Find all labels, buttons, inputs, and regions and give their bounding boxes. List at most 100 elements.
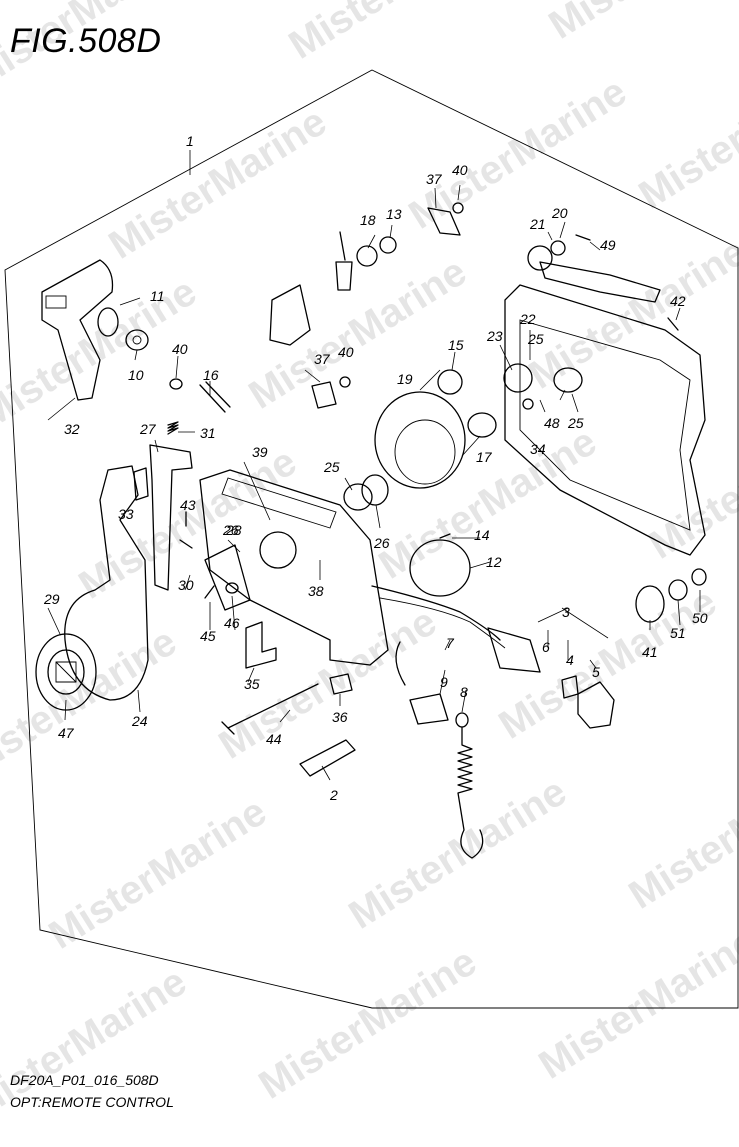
part-27-bracket [149, 444, 193, 591]
part-50-nut [691, 568, 707, 586]
callout-21: 21 [529, 216, 546, 232]
part-19-inner [394, 419, 456, 485]
watermark-text: MisterMarine [41, 790, 274, 958]
part-44-bolt [221, 683, 319, 735]
callout-14: 14 [474, 527, 490, 543]
part-32-slot [45, 295, 67, 309]
callout-25a: 25 [323, 459, 340, 475]
callout-27: 27 [139, 421, 157, 437]
part-38-housing [199, 469, 389, 666]
watermark-text: MisterMarine [621, 750, 739, 918]
part-32-handle [41, 259, 114, 401]
part-39-trim-plate [221, 477, 337, 529]
watermark-text: MisterMarine [521, 230, 739, 398]
part-47-logo [55, 661, 77, 683]
part-37-bracket-b [311, 381, 337, 409]
part-cover-inner [519, 319, 691, 531]
callout-46: 46 [224, 615, 240, 631]
part-47-cap [47, 649, 85, 695]
callout-7: 7 [446, 635, 455, 651]
part-13-washer [379, 236, 397, 254]
callout-39: 39 [252, 444, 268, 460]
part-cover-plate [504, 284, 706, 556]
callout-15: 15 [448, 337, 464, 353]
callout-28: 28 [225, 522, 242, 538]
part-31-spring [167, 421, 179, 435]
part-46-nut [225, 582, 239, 594]
callout-31: 31 [200, 425, 216, 441]
callout-1: 1 [186, 133, 194, 149]
part-40-clip-b [452, 202, 464, 214]
callout-17: 17 [476, 449, 493, 465]
part-30-pin [179, 539, 193, 549]
callout-4: 4 [566, 652, 574, 668]
callout-29: 29 [43, 591, 60, 607]
part-14-screw [439, 533, 451, 539]
part-9-lanyard-switch [395, 641, 449, 725]
part-8-cord [457, 726, 484, 859]
part-17-disc [467, 412, 497, 438]
watermark-text: MisterMarine [531, 920, 739, 1088]
callout-40c: 40 [172, 341, 188, 357]
callout-25c: 25 [567, 415, 584, 431]
callout-43: 43 [180, 497, 196, 513]
callout-23: 23 [486, 328, 503, 344]
leader-lines [47, 150, 701, 781]
callout-8: 8 [460, 684, 468, 700]
part-49-screw [575, 234, 591, 241]
callout-layer: 1 2 3 4 5 6 7 8 9 10 11 12 13 14 15 16 1… [43, 133, 708, 803]
callout-2: 2 [329, 787, 338, 803]
callout-26a: 26 [373, 535, 390, 551]
part-42-screw [667, 317, 679, 331]
callout-49: 49 [600, 237, 616, 253]
part-37-bracket-a [427, 207, 461, 236]
callout-6: 6 [542, 639, 550, 655]
part-40-clip-c [339, 376, 351, 388]
link-assembly [269, 284, 311, 346]
callout-24: 24 [131, 713, 148, 729]
part-40-clip-a [169, 378, 183, 390]
callout-36: 36 [332, 709, 348, 725]
part-18-bolt [335, 231, 353, 291]
part-33-bushing [133, 467, 149, 501]
wiring-harness [371, 585, 501, 641]
callout-32: 32 [64, 421, 80, 437]
callout-18: 18 [360, 212, 376, 228]
part-25-washer-a [343, 483, 373, 511]
part-23-gear [503, 363, 533, 393]
part-26-washer [361, 474, 389, 506]
callout-44: 44 [266, 731, 282, 747]
callout-51: 51 [670, 625, 686, 641]
part-24-lever-arm [64, 465, 149, 701]
watermark-text: MisterMarine [631, 50, 739, 218]
callout-25b: 25 [527, 331, 544, 347]
watermark-text: MisterMarine [241, 250, 474, 418]
callout-38: 38 [308, 583, 324, 599]
callout-9: 9 [440, 674, 448, 690]
part-cover-top-tab [539, 261, 661, 303]
assembly-outline [4, 69, 739, 1009]
callout-26b: 26 [222, 522, 239, 538]
watermark-text: MisterMarine [491, 580, 724, 748]
callout-41: 41 [642, 644, 658, 660]
figure-code: DF20A_P01_016_508D [10, 1072, 159, 1088]
callout-35: 35 [244, 676, 260, 692]
callout-11: 11 [150, 288, 165, 304]
callout-42: 42 [670, 293, 686, 309]
part-19-drum [374, 391, 466, 489]
callout-10: 10 [128, 367, 144, 383]
part-45-screw [204, 585, 215, 599]
watermark-text: MisterMarine [251, 940, 484, 1108]
callout-13: 13 [386, 206, 402, 222]
part-6-switch [487, 627, 541, 673]
part-21-bushing [527, 245, 553, 271]
part-11-plug [97, 307, 119, 337]
figure-name: OPT:REMOTE CONTROL [10, 1094, 174, 1110]
watermark-text: MisterMarine [401, 70, 634, 238]
callout-30: 30 [178, 577, 194, 593]
callout-37a: 37 [426, 171, 443, 187]
callout-12: 12 [486, 554, 502, 570]
callout-5: 5 [592, 664, 600, 680]
